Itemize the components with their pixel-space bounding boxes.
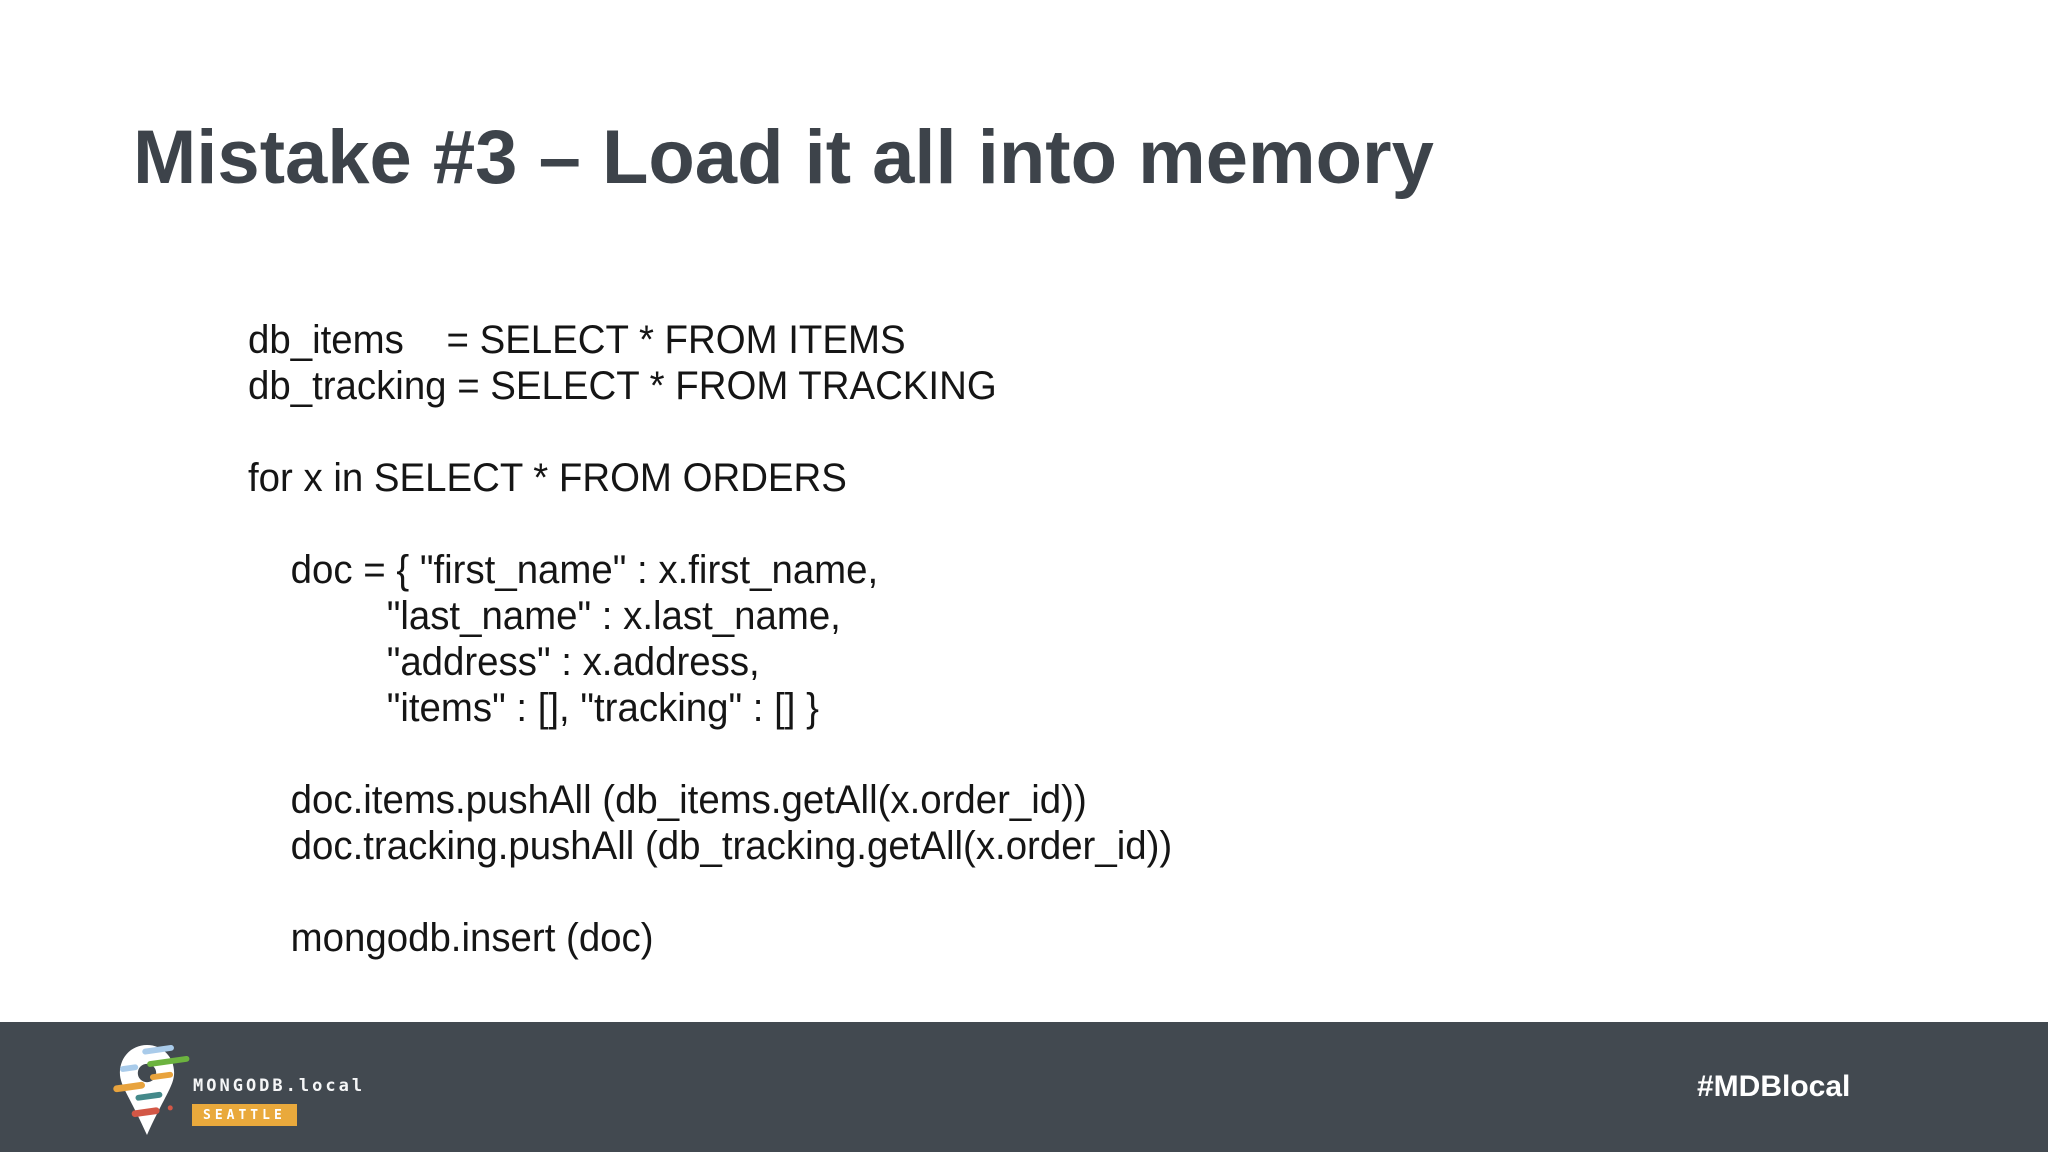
- code-line: [248, 869, 1172, 915]
- code-line: [248, 409, 1172, 455]
- code-line: [248, 501, 1172, 547]
- code-line: doc.items.pushAll (db_items.getAll(x.ord…: [248, 778, 1087, 822]
- event-hashtag: #MDBlocal: [1697, 1070, 1851, 1103]
- logo-brand-text: MONGODB.local: [193, 1076, 366, 1096]
- code-line: for x in SELECT * FROM ORDERS: [248, 456, 847, 500]
- footer-bar: MONGODB.local SEATTLE #MDBlocal: [0, 1022, 2048, 1152]
- code-line: "items" : [], "tracking" : [] }: [248, 686, 819, 730]
- code-line: mongodb.insert (doc): [248, 916, 654, 960]
- code-line: doc = { "first_name" : x.first_name,: [248, 548, 879, 592]
- logo-city-text: SEATTLE: [203, 1107, 286, 1123]
- code-line: doc.tracking.pushAll (db_tracking.getAll…: [248, 824, 1173, 868]
- code-line: "last_name" : x.last_name,: [248, 594, 841, 638]
- slide-title: Mistake #3 – Load it all into memory: [133, 115, 1434, 200]
- code-line: db_tracking = SELECT * FROM TRACKING: [248, 364, 997, 408]
- mongodb-location-pin-icon: [113, 1044, 190, 1136]
- mongodb-local-logo: MONGODB.local SEATTLE: [113, 1040, 537, 1152]
- code-line: [248, 731, 1172, 777]
- code-line: "address" : x.address,: [248, 640, 760, 684]
- code-line: db_items = SELECT * FROM ITEMS: [248, 318, 906, 362]
- logo-city-badge: SEATTLE: [192, 1104, 297, 1126]
- pin-stripes: [113, 1045, 190, 1118]
